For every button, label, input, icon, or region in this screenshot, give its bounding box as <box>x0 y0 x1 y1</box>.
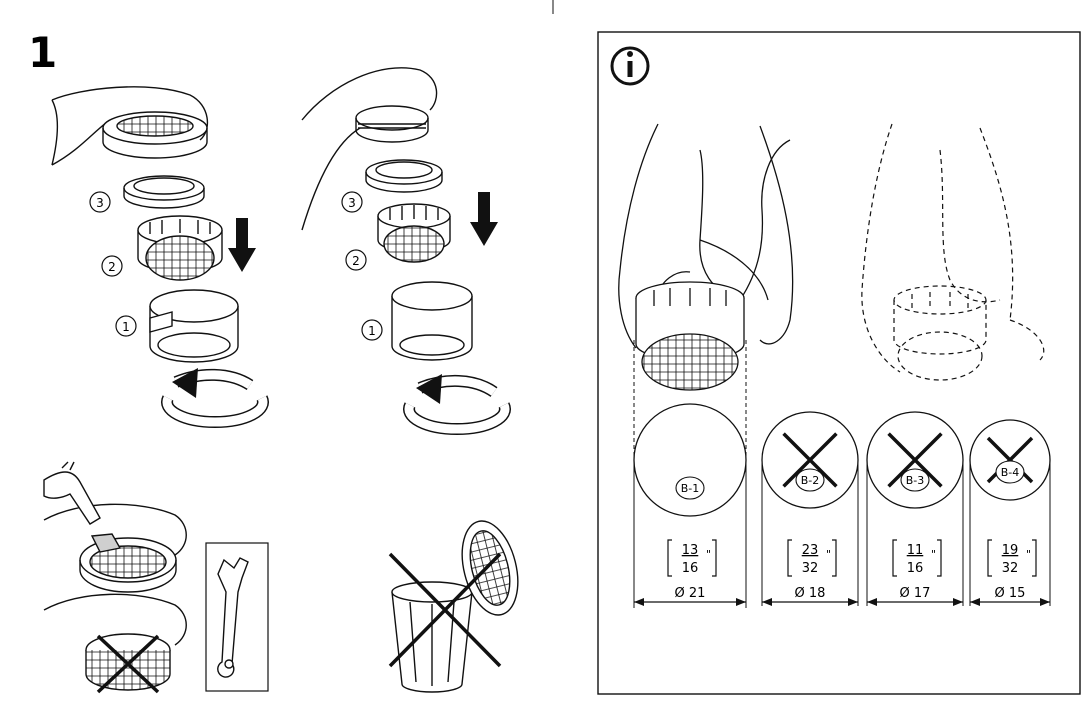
fraction-bracket <box>892 539 942 577</box>
size-code-badge <box>995 460 1025 484</box>
aerator-insert <box>377 203 451 263</box>
size-comparison-row: B-1 13 16 " Ø 21 B-2 23 32 " Ø 18 B-3 11 16 " Ø 17 B-4 1… <box>633 403 1051 606</box>
size-code: B-2 <box>801 474 820 487</box>
fraction-numerator: 19 <box>1002 543 1019 558</box>
install-diagram-a <box>51 86 269 429</box>
fraction-denominator: 16 <box>907 561 924 576</box>
dimension-extension-lines <box>866 460 964 606</box>
label-aerator-insert: 2 <box>108 260 116 274</box>
fraction-numerator: 13 <box>682 543 699 558</box>
install-b-labels: 3 2 1 <box>341 191 383 341</box>
diameter-value: Ø 18 <box>795 586 826 601</box>
hand-icon <box>43 471 101 525</box>
size-cell-b-2: B-2 23 32 " Ø 18 <box>761 411 859 606</box>
no-pliers-diagram <box>43 593 187 694</box>
inch-mark: " <box>931 548 936 561</box>
rotate-arrow-icon <box>403 374 511 436</box>
reject-cross-icon <box>782 432 838 488</box>
hand-tighten-diagram <box>43 461 187 593</box>
dimension-arrowheads <box>762 598 858 606</box>
fraction-denominator: 32 <box>802 561 819 576</box>
inch-mark: " <box>1026 548 1031 561</box>
label-aerator-insert: 2 <box>352 254 360 268</box>
wrench-tool-box <box>205 542 269 692</box>
size-code: B-1 <box>681 482 700 495</box>
wrench-icon <box>217 557 249 678</box>
dimension-arrowheads <box>867 598 963 606</box>
fraction-bracket <box>667 539 717 577</box>
dimension-extension-lines <box>761 460 859 606</box>
size-code-badge <box>795 468 825 492</box>
label-seal-ring: 3 <box>348 196 356 210</box>
aerator-insert <box>137 215 223 281</box>
step-number: 1 <box>28 28 57 77</box>
seal-ring <box>123 175 205 201</box>
info-icon <box>610 46 650 86</box>
diameter-value: Ø 15 <box>995 586 1026 601</box>
size-cell-b-4: B-4 19 32 " Ø 15 <box>969 419 1051 606</box>
size-code: B-4 <box>1001 466 1020 479</box>
size-cell-b-3: B-3 11 16 " Ø 17 <box>866 411 964 606</box>
inch-mark: " <box>706 548 711 561</box>
inch-mark: " <box>826 548 831 561</box>
faucet-spout <box>301 67 438 121</box>
diameter-value: Ø 21 <box>675 586 706 601</box>
fraction-denominator: 32 <box>1002 561 1019 576</box>
aerator-housing <box>149 289 239 363</box>
arrow-down-icon <box>228 218 256 272</box>
prohibited-cross-icon <box>388 552 502 668</box>
do-not-dispose-diagram <box>388 520 519 693</box>
size-code: B-3 <box>906 474 925 487</box>
size-cell-b-1: B-1 13 16 " Ø 21 <box>633 403 747 606</box>
info-panel <box>597 31 1081 695</box>
diameter-value: Ø 17 <box>900 586 931 601</box>
arrow-down-icon <box>470 192 498 246</box>
dimension-extension-lines <box>969 460 1051 606</box>
reject-cross-icon <box>986 436 1034 484</box>
label-aerator-housing: 1 <box>122 320 130 334</box>
install-a-labels: 3 2 1 <box>89 191 137 337</box>
aerator-housing <box>391 281 473 361</box>
fraction-bracket <box>787 539 837 577</box>
fraction-numerator: 23 <box>802 543 819 558</box>
size-code-badge <box>900 468 930 492</box>
dimension-extension-lines <box>633 460 747 606</box>
ghost-hand-outline <box>861 123 1045 381</box>
faucet-spout <box>51 86 209 141</box>
install-diagram-b <box>301 67 511 436</box>
aerator-sample <box>635 281 745 391</box>
rotate-arrow-icon <box>161 368 269 429</box>
fraction-bracket <box>987 539 1037 577</box>
fraction-numerator: 11 <box>907 543 924 558</box>
reject-cross-icon <box>887 432 943 488</box>
label-seal-ring: 3 <box>96 196 104 210</box>
label-aerator-housing: 1 <box>368 324 376 338</box>
size-code-badge <box>675 476 705 500</box>
fraction-denominator: 16 <box>682 561 699 576</box>
prohibited-cross-icon <box>96 634 160 694</box>
